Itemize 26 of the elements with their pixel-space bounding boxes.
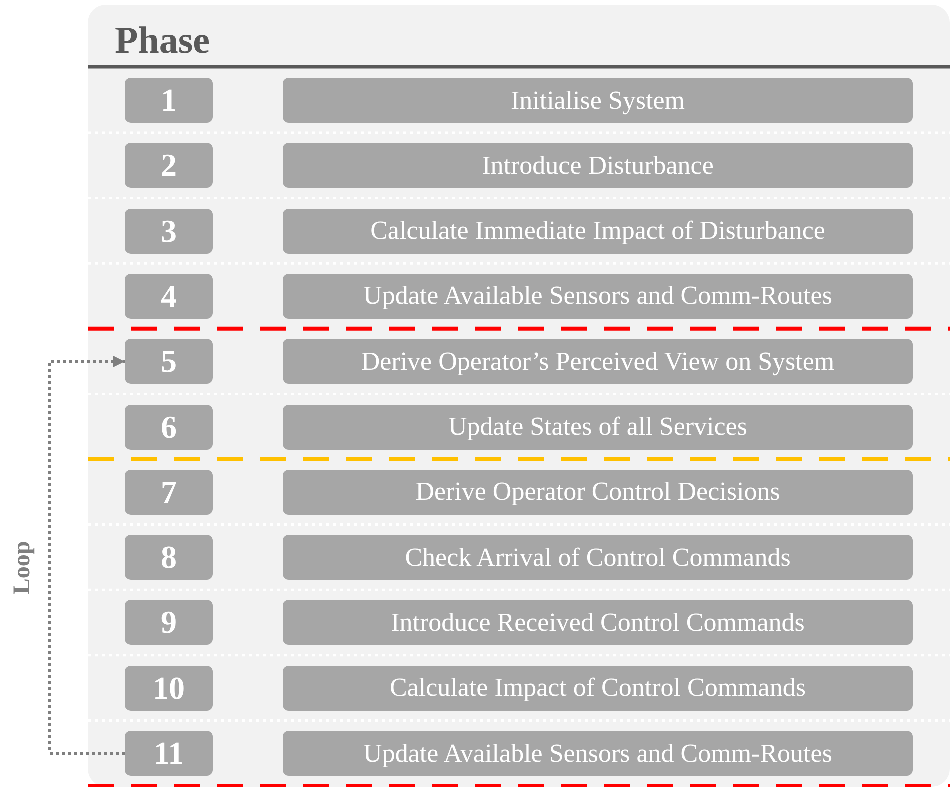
panel-heading: Phase — [115, 19, 210, 63]
phase-number: 3 — [125, 208, 213, 254]
phase-number: 2 — [125, 143, 213, 188]
phase-step: Calculate Impact of Control Commands — [283, 666, 913, 711]
phase-step: Derive Operator’s Perceived View on System — [283, 339, 913, 384]
phase-step: Calculate Immediate Impact of Disturbance — [283, 208, 913, 254]
phase-step: Initialise System — [283, 78, 913, 123]
phase-number: 7 — [125, 470, 213, 515]
phase-number: 4 — [125, 274, 213, 319]
phase-step: Update States of all Services — [283, 404, 913, 450]
phase-step: Update Available Sensors and Comm-Routes — [283, 731, 913, 776]
phase-step: Update Available Sensors and Comm-Routes — [283, 274, 913, 319]
phase-number: 6 — [125, 404, 213, 450]
phase-number: 1 — [125, 78, 213, 123]
phase-panel — [88, 5, 950, 787]
phase-step: Introduce Received Control Commands — [283, 600, 913, 646]
loop-arrow — [48, 356, 125, 755]
phase-number: 10 — [125, 666, 213, 711]
phase-number: 5 — [125, 339, 213, 384]
phase-step: Introduce Disturbance — [283, 143, 913, 188]
edge-label: Loop — [9, 540, 36, 594]
phase-number: 8 — [125, 535, 213, 580]
phase-step: Check Arrival of Control Commands — [283, 535, 913, 580]
phase-number: 9 — [125, 600, 213, 646]
phase-number: 11 — [125, 731, 213, 776]
phase-step: Derive Operator Control Decisions — [283, 470, 913, 515]
